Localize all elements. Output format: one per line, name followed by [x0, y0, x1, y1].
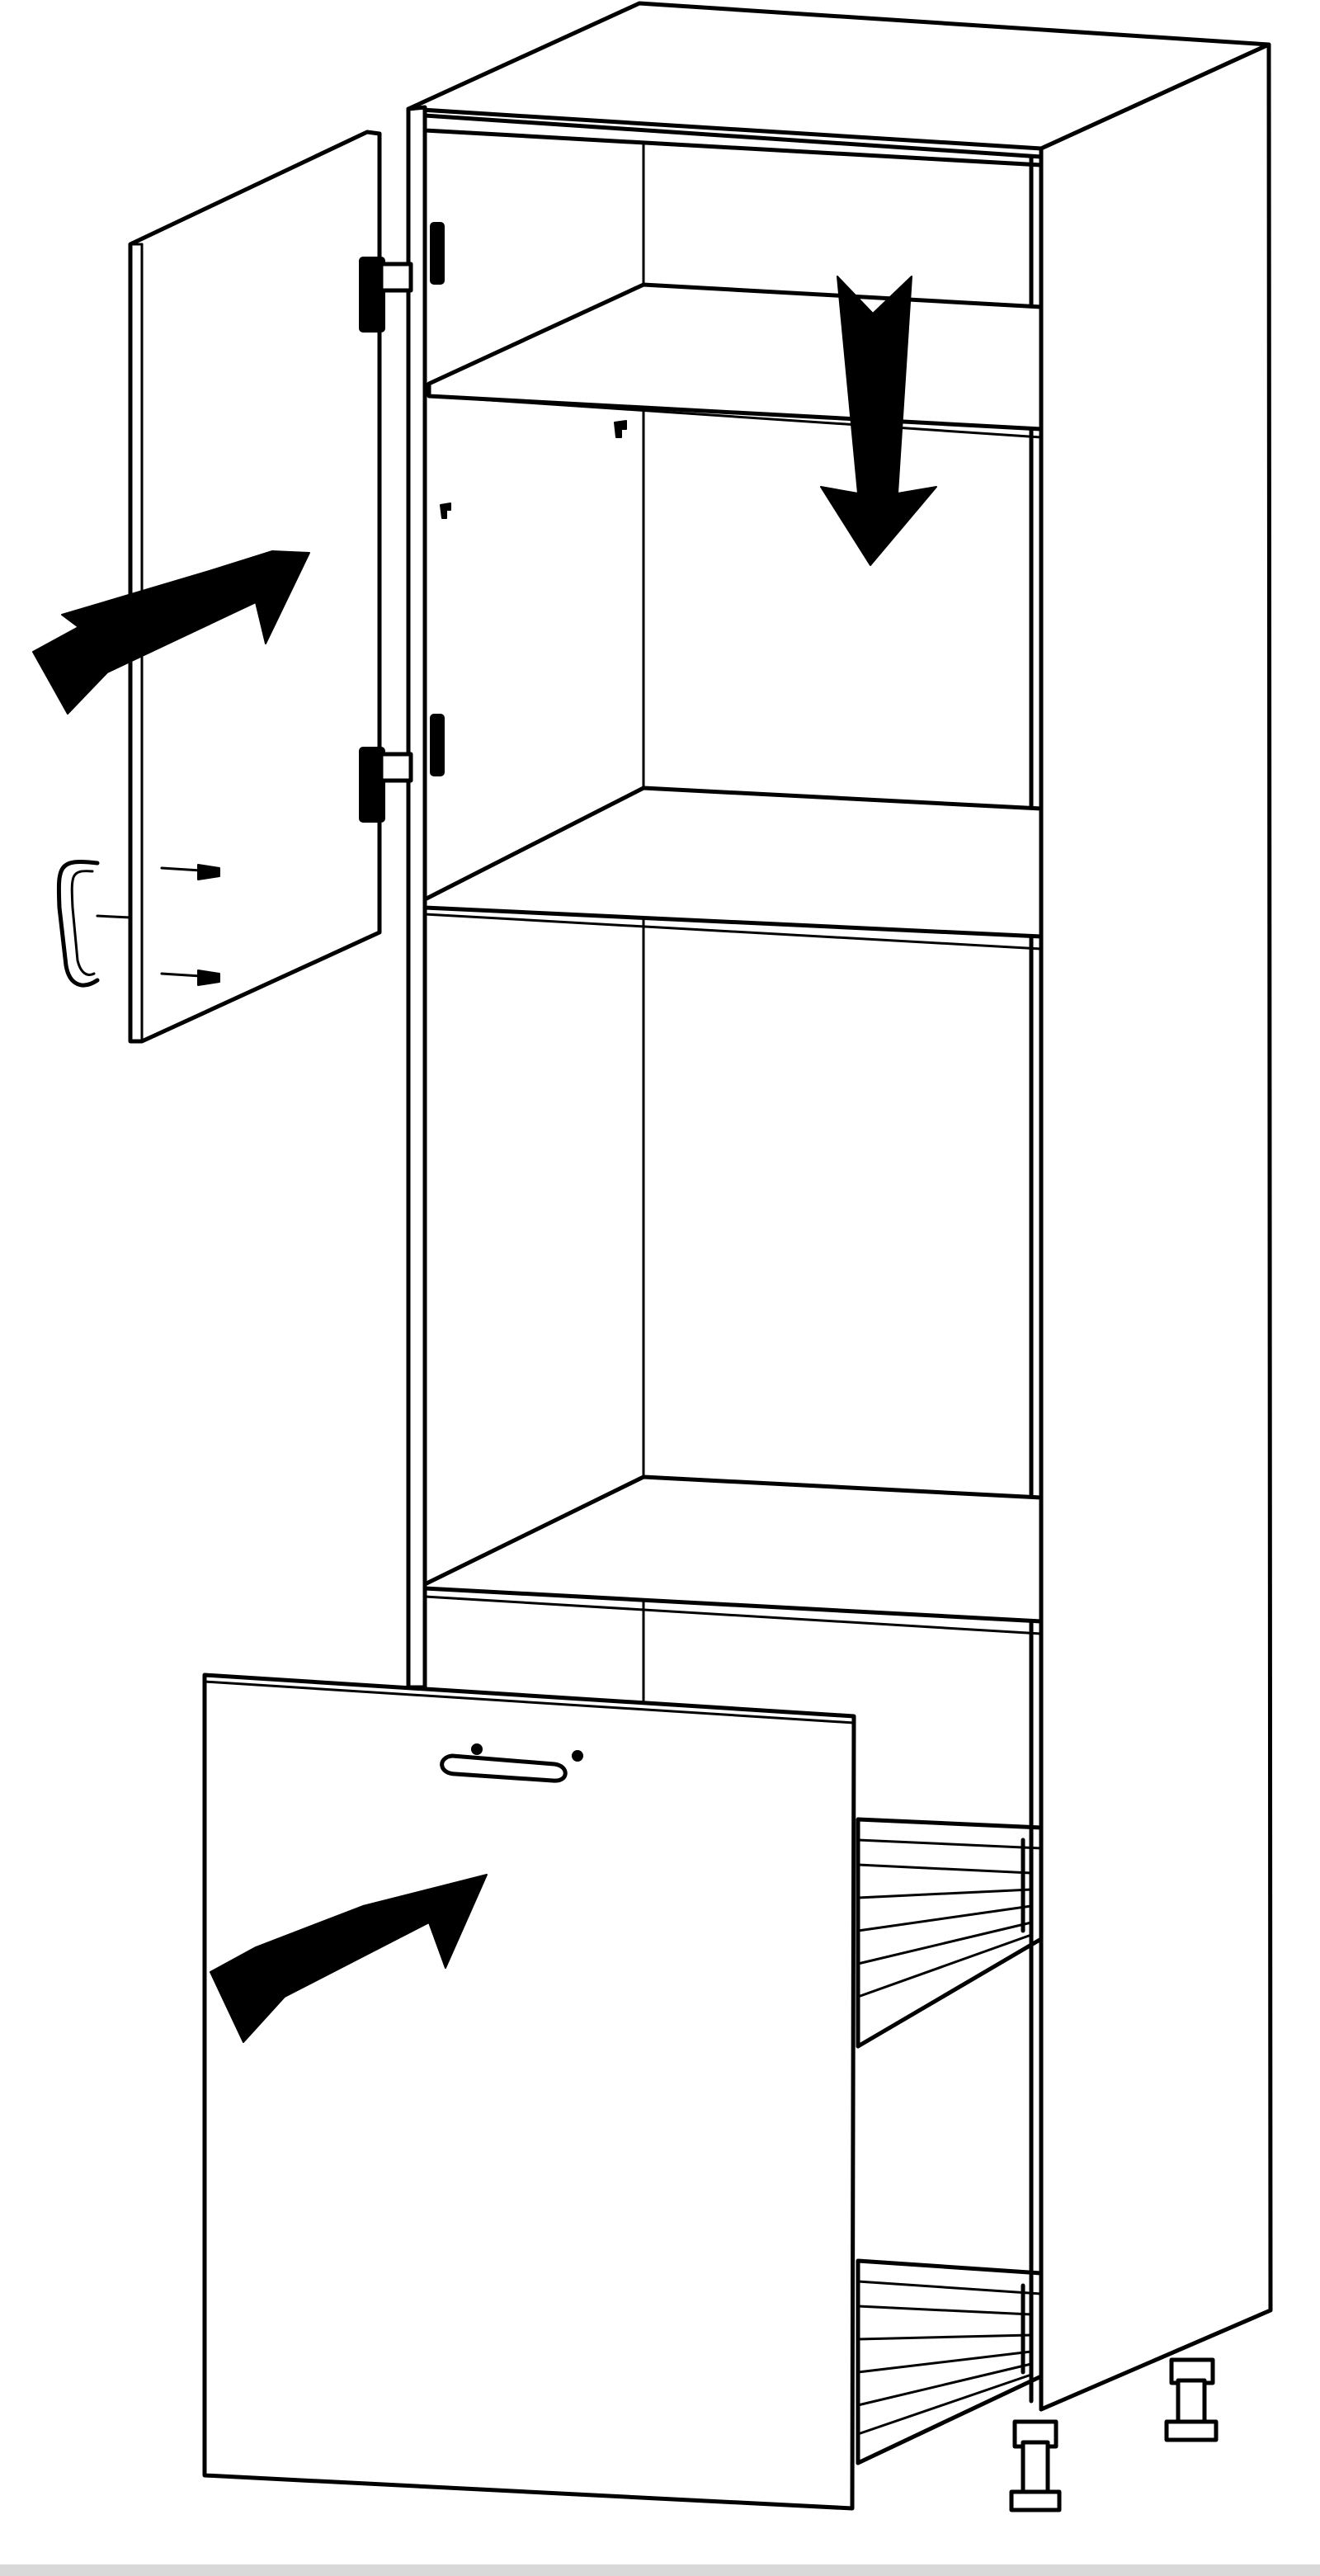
- carcass-hinge-plates: [430, 222, 445, 776]
- drawer-screw-hole-icon: [471, 1743, 483, 1755]
- shelf-pin-icon: [440, 502, 451, 519]
- hinge-arm-icon: [379, 262, 413, 293]
- basket-wire: [856, 2373, 1033, 2436]
- arrow-icon: [32, 550, 310, 715]
- drawer-front-top-edge: [203, 1680, 856, 1724]
- drawer-handle-icon: [440, 1753, 568, 1783]
- door-handle-icon: [56, 859, 100, 988]
- drawer-front: [202, 1673, 856, 2511]
- upper-shelf: [427, 282, 1044, 432]
- middle-shelf-front-edge: [423, 913, 1043, 951]
- leg-base: [1009, 2489, 1062, 2512]
- shelves: [422, 282, 1044, 1635]
- screw-head-icon: [197, 970, 220, 986]
- hinge-icon: [359, 747, 385, 823]
- door-hinge-bottom: [359, 747, 413, 823]
- cabinet-carcass: [406, 1, 1273, 2412]
- basket-wire: [856, 2305, 1033, 2316]
- basket-frame: [856, 1817, 1044, 2049]
- assembly-arrows: [32, 276, 937, 2043]
- hinge-arm-icon: [379, 752, 413, 783]
- basket-wire: [856, 2362, 1033, 2407]
- door-handle-inner: [70, 870, 96, 976]
- middle-shelf: [422, 786, 1044, 939]
- basket-wire: [856, 1904, 1033, 1932]
- drawer-screw-hole-icon: [572, 1750, 583, 1762]
- cabinet-legs: [1009, 2357, 1219, 2512]
- wire-basket-upper: [856, 1817, 1044, 2049]
- screw-head-icon: [197, 864, 220, 880]
- handle-mount-line: [96, 914, 132, 919]
- footer-bar: [0, 2564, 1320, 2576]
- drawer-front-panel: [202, 1673, 856, 2511]
- hinge-plate-icon: [430, 714, 445, 776]
- cabinet-left-side-panel: [406, 105, 427, 1690]
- basket-wire: [856, 2350, 1033, 2374]
- lower-shelf-front-edge: [423, 1595, 1043, 1635]
- lower-shelf: [422, 1474, 1044, 1624]
- leg-front: [1009, 2419, 1062, 2512]
- basket-wire: [856, 1933, 1033, 1998]
- door-hinge-top: [359, 257, 413, 333]
- upper-shelf-front-edge: [427, 394, 1043, 439]
- arrow-icon: [210, 1874, 488, 2043]
- cabinet-right-side-panel: [1039, 42, 1273, 2412]
- door-screws: [160, 864, 220, 986]
- hinge-plate-icon: [430, 222, 445, 285]
- wire-basket-lower: [856, 2258, 1044, 2465]
- shelf-pins: [440, 420, 627, 519]
- basket-wire: [856, 2333, 1033, 2341]
- arrow-down-icon: [820, 276, 937, 566]
- leg-back: [1164, 2357, 1219, 2442]
- basket-wire: [856, 1888, 1033, 1899]
- hinge-icon: [359, 257, 385, 333]
- shelf-pin-icon: [614, 420, 627, 438]
- basket-wire: [856, 1838, 1043, 1850]
- leg-base: [1164, 2419, 1219, 2442]
- basket-wire: [856, 1921, 1033, 1965]
- basket-wire: [856, 2280, 1043, 2295]
- basket-wire: [856, 1863, 1033, 1875]
